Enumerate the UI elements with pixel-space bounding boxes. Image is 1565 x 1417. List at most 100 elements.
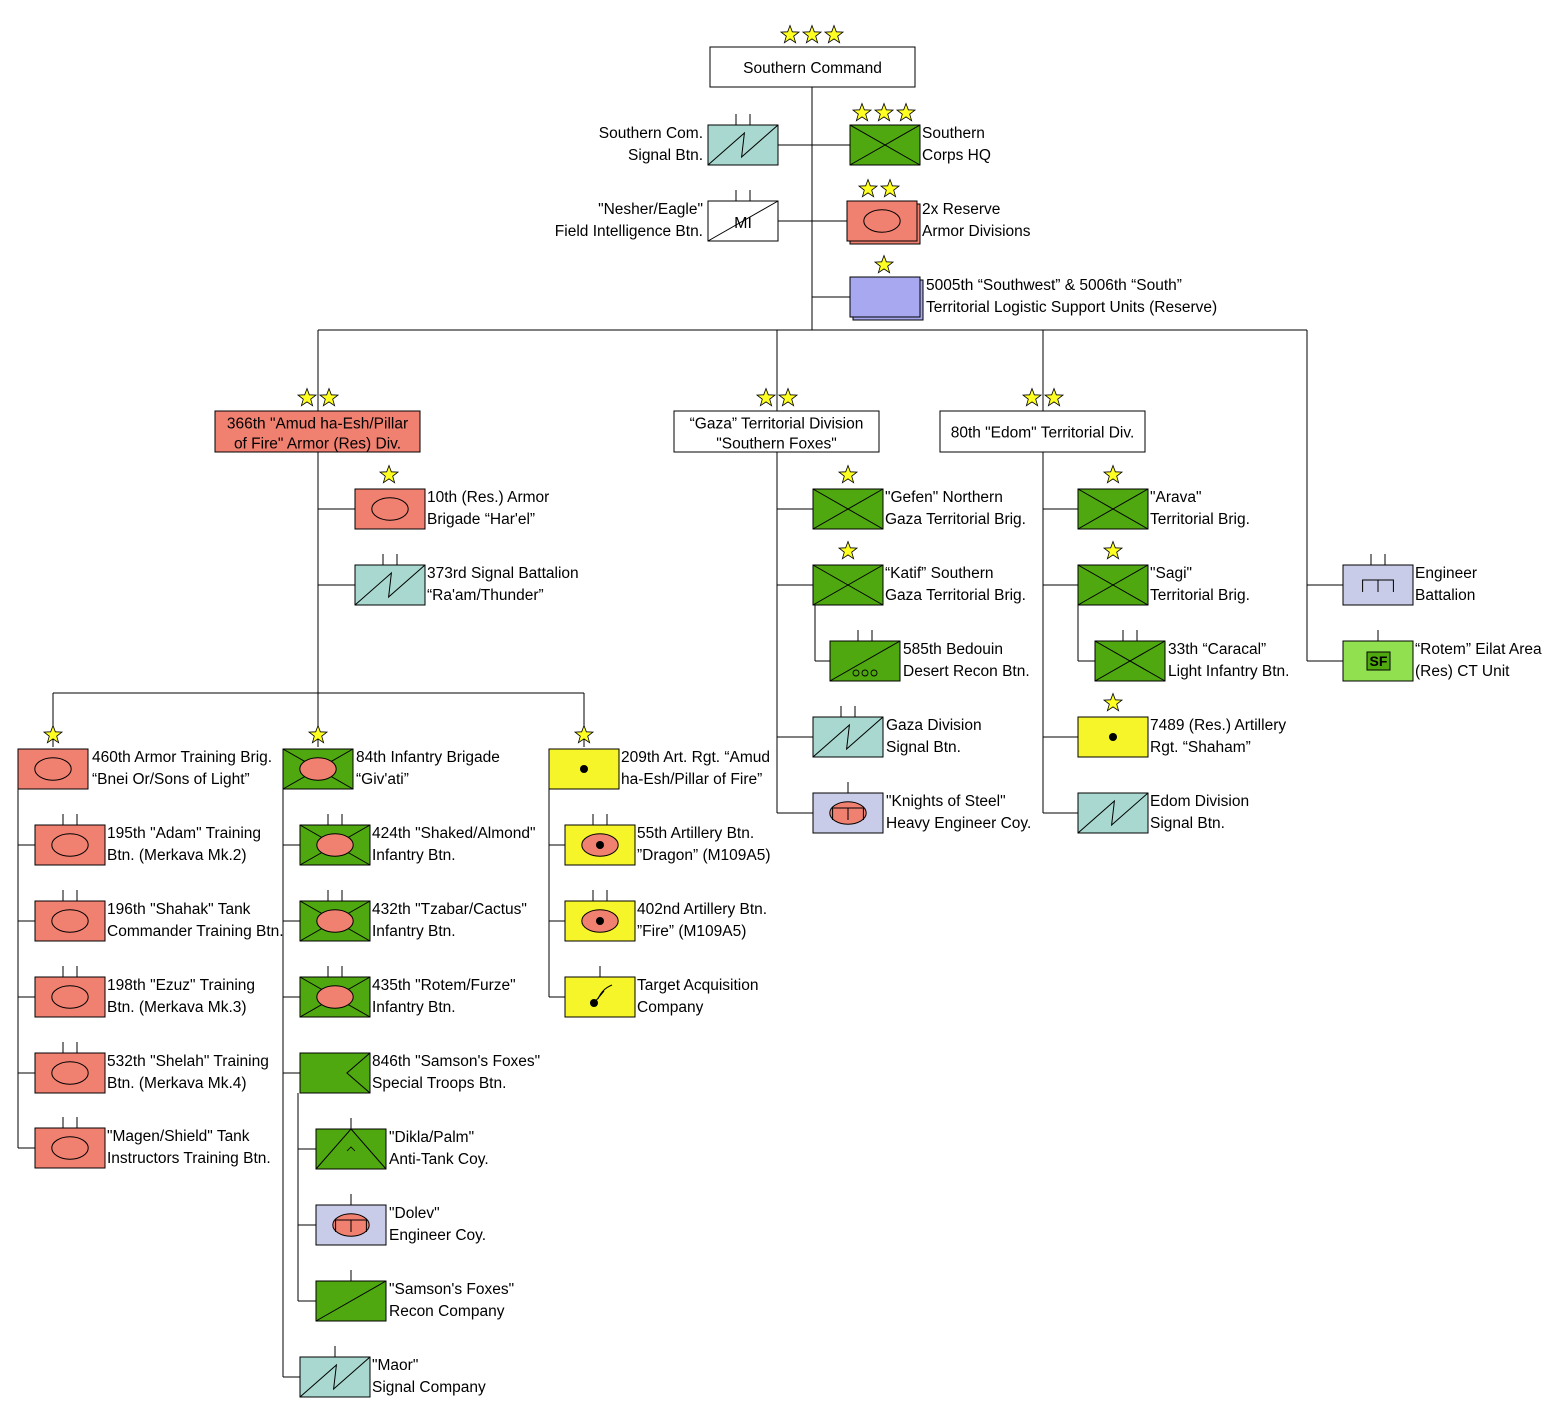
unit-frame [17,748,89,790]
target-acquisition-company-label-line2: Company [637,999,704,1016]
infantry-battalion-0-label-line2: Infantry Btn. [372,847,456,864]
reconnaissance-slash-icon [829,640,901,682]
artillery-battalion-0 [564,814,636,866]
southern-command-box-label: Southern Command [743,60,882,77]
brigade-10-symbol [354,488,426,530]
star-icon [296,387,318,407]
star-icon [837,464,859,484]
star-icon [823,24,845,44]
sagi-brigade-rank-stars [1102,540,1124,560]
track-oval-icon [51,1061,89,1085]
southern-command-box [709,46,916,88]
training-battalion-4-label-line2: Instructors Training Btn. [107,1150,271,1167]
artillery-dot-icon [1109,733,1117,741]
reserve-armor-label-line2: Armor Divisions [922,223,1031,240]
star-icon [873,254,895,274]
artillery-regiment-7489-label-line2: Rgt. “Shaham” [1150,739,1251,756]
infantry-battalion-1-label-line2: Infantry Btn. [372,923,456,940]
track-oval-icon [51,833,89,857]
regiment-209-label-line1: 209th Art. Rgt. “Amud [621,749,770,766]
unit-frame [34,1127,106,1169]
engineer-company-dolev-label-line2: Engineer Coy. [389,1227,486,1244]
brigade-460-label-line1: 460th Armor Training Brig. [92,749,272,766]
star-icon [895,102,917,122]
special-troops-battalion-label-line2: Special Troops Btn. [372,1075,506,1092]
track-oval-icon [34,757,72,781]
infantry-cross-icon [1094,640,1166,682]
star-icon [837,540,859,560]
brigade-84-symbol [282,748,354,790]
training-battalion-4 [34,1117,106,1169]
track-oval-icon [863,209,901,233]
recon-company-label-line1: "Samson's Foxes" [389,1281,514,1298]
sagi-brigade-symbol [1077,564,1149,606]
training-battalion-1-label-line1: 196th "Shahak" Tank [107,901,251,918]
star-icon [779,24,801,44]
bedouin-recon-battalion-label-line1: 585th Bedouin [903,641,1003,658]
training-battalion-3-label-line1: 532th "Shelah" Training [107,1053,269,1070]
anti-tank-company-label-line2: Anti-Tank Coy. [389,1151,489,1168]
signal-bolt-icon [1077,792,1149,834]
star-icon [378,464,400,484]
signal-company-maor-label-line1: "Maor" [372,1357,418,1374]
track-oval-icon [51,985,89,1009]
sagi-brigade-label-line2: Territorial Brig. [1150,587,1250,604]
signal-bolt-icon [812,716,884,758]
engineer-battalion [1342,554,1414,606]
caracal-battalion [1094,630,1166,682]
signal-company-maor-label-line2: Signal Company [372,1379,486,1396]
brigade-460-symbol [17,748,89,790]
rotem-ct-unit-label-line1: “Rotem” Eilat Area [1415,641,1542,658]
training-battalion-1-label-line2: Commander Training Btn. [107,923,284,940]
special-forces-badge [1366,651,1391,671]
edom-signal-battalion-label-line2: Signal Btn. [1150,815,1225,832]
special-troops-battalion [299,1052,371,1094]
hq-signal-label-line2: Signal Btn. [628,147,703,164]
anti-tank-company [315,1118,387,1170]
signal-bolt-icon [354,564,426,606]
track-oval-icon [51,909,89,933]
recon-company-label-line2: Recon Company [389,1303,505,1320]
infantry-cross-icon [849,124,921,166]
heavy-engineer-company-label-line1: "Knights of Steel" [886,793,1006,810]
gaza-signal-battalion [812,706,884,758]
gaza-signal-battalion-label-line2: Signal Btn. [886,739,961,756]
infantry-cross-icon [812,564,884,606]
reconnaissance-slash-icon [315,1280,387,1322]
caracal-battalion-label-line2: Light Infantry Btn. [1168,663,1290,680]
arava-brigade-label-line1: "Arava" [1150,489,1202,506]
target-acquisition-company [564,966,636,1018]
star-icon [307,724,329,744]
infantry-battalion-0 [299,814,371,866]
track-oval-icon [51,1136,89,1160]
regiment-209-symbol [548,748,620,790]
track-oval-icon [371,497,409,521]
hq-signal-label-line1: Southern Com. [599,125,703,142]
gaza-division-box-label-line1: “Gaza” Territorial Division [690,416,864,433]
star-icon [873,102,895,122]
artillery-regiment-7489-label-line1: 7489 (Res.) Artillery [1150,717,1286,734]
edom-division-box-label: 80th "Edom" Territorial Div. [951,425,1135,442]
logistics-label-line2: Territorial Logistic Support Units (Rese… [926,299,1217,316]
star-icon [857,178,879,198]
artillery-dot-icon [596,917,604,925]
infantry-battalion-1-label-line1: 432th "Tzabar/Cactus" [372,901,527,918]
brigade-84-label-line2: “Giv'ati” [356,771,409,788]
military-intelligence-icon: MI [734,215,752,232]
unit-frame [34,976,106,1018]
brigade-84-rank-stars [307,724,329,744]
southern-command-rank-stars [779,24,845,44]
unit-frame [354,488,426,530]
gaza-signal-battalion-label-line1: Gaza Division [886,717,982,734]
division-366-rank-stars [296,387,340,407]
unit-frame [34,824,106,866]
gefen-brigade-label-line2: Gaza Territorial Brig. [885,511,1026,528]
training-battalion-1 [34,890,106,942]
training-battalion-4-label-line1: "Magen/Shield" Tank [107,1128,250,1145]
logistic-support-units [849,276,924,321]
corps-hq-label-line2: Corps HQ [922,147,991,164]
brigade-460-label-line2: “Bnei Or/Sons of Light” [92,771,250,788]
signal-bolt-icon [707,124,779,166]
edom-signal-battalion-label-line1: Edom Division [1150,793,1249,810]
